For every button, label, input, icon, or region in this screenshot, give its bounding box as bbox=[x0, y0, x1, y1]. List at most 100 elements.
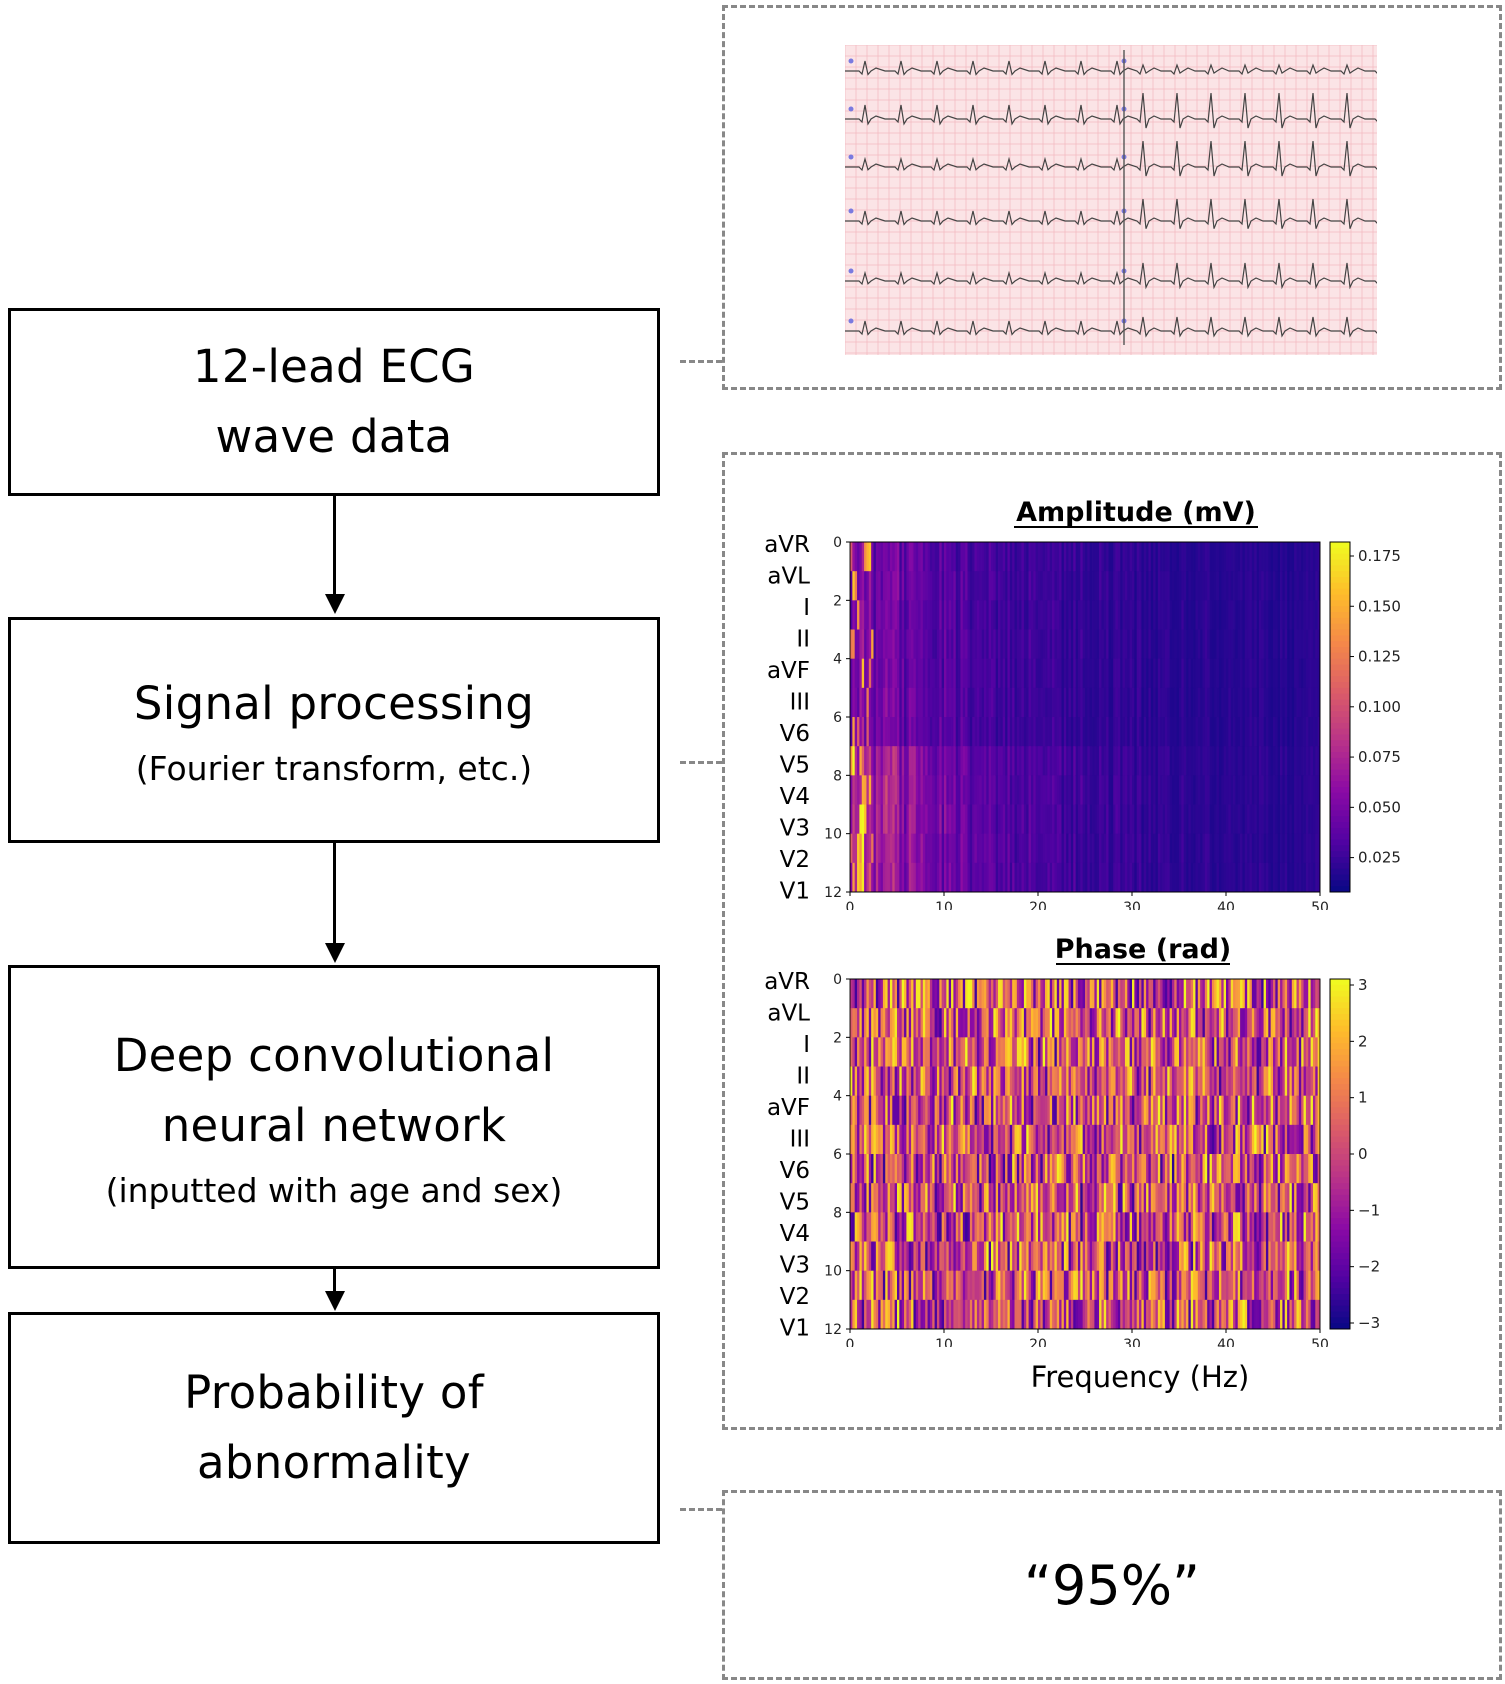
ph-heat-cell bbox=[1099, 1270, 1102, 1301]
ph-heat-cell bbox=[1200, 1212, 1203, 1242]
ph-heat-cell bbox=[1066, 1212, 1069, 1242]
amp-heat-cell bbox=[934, 687, 938, 718]
ph-heat-cell bbox=[1120, 1212, 1123, 1242]
amp-heat-cell bbox=[1303, 862, 1307, 893]
amp-heat-cell bbox=[1045, 571, 1048, 601]
ph-heat-cell bbox=[899, 1124, 903, 1155]
amp-heat-cell bbox=[1174, 804, 1178, 835]
amp-heat-cell bbox=[1312, 542, 1316, 572]
ph-heat-cell bbox=[1223, 1008, 1227, 1038]
ph-heat-cell bbox=[878, 979, 881, 1009]
amp-heat-cell bbox=[1181, 746, 1185, 776]
amp-heat-cell bbox=[1099, 571, 1102, 601]
amp-heat-cell bbox=[986, 717, 990, 747]
amp-heat-cell bbox=[1054, 687, 1058, 718]
amp-heat-cell bbox=[960, 571, 964, 601]
amp-heat-cell bbox=[1169, 658, 1173, 689]
amp-heat-cell bbox=[1080, 833, 1084, 864]
amp-heat-cell bbox=[1282, 629, 1286, 660]
ph-heat-cell bbox=[1082, 1066, 1086, 1097]
ph-heat-cell bbox=[1101, 1241, 1105, 1272]
ph-heat-cell bbox=[850, 1037, 853, 1067]
amp-heat-cell bbox=[1146, 746, 1149, 776]
amp-heat-cell bbox=[1155, 658, 1159, 689]
amp-heat-cell bbox=[899, 629, 903, 660]
amp-heat-cell bbox=[1007, 804, 1011, 835]
amp-heat-cell bbox=[1167, 571, 1170, 601]
amp-heat-cell bbox=[1296, 600, 1300, 630]
ph-heat-cell bbox=[1089, 1124, 1093, 1155]
amp-heat-cell bbox=[1233, 717, 1236, 747]
amp-heat-cell bbox=[1117, 804, 1121, 835]
amp-heat-cell bbox=[981, 833, 985, 864]
colorbar-step bbox=[1330, 705, 1350, 712]
amp-heat-cell bbox=[1045, 775, 1048, 805]
amp-heat-cell bbox=[1005, 629, 1008, 660]
amp-heat-cell bbox=[1268, 542, 1272, 572]
ph-heat-cell bbox=[1202, 1212, 1206, 1242]
amp-heat-cell bbox=[983, 804, 987, 835]
amp-heat-cell bbox=[1068, 775, 1072, 805]
amp-heat-cell bbox=[1310, 833, 1314, 864]
ph-heat-cell bbox=[962, 1154, 966, 1184]
amp-heat-cell bbox=[1077, 687, 1081, 718]
amp-heat-cell bbox=[1012, 600, 1015, 630]
amp-heat-cell bbox=[1035, 658, 1039, 689]
colorbar-step bbox=[1330, 857, 1350, 864]
ph-heat-cell bbox=[1291, 1037, 1295, 1067]
amp-heat-cell bbox=[1122, 775, 1126, 805]
amp-heat-cell bbox=[1317, 600, 1321, 630]
ph-heat-cell bbox=[915, 1299, 919, 1330]
colorbar-step bbox=[1330, 833, 1350, 840]
amp-heat-cell bbox=[1124, 542, 1128, 572]
amp-heat-cell bbox=[1174, 775, 1178, 805]
amp-heat-cell bbox=[868, 717, 872, 747]
ph-heat-cell bbox=[1298, 1008, 1302, 1038]
ph-heat-cell bbox=[913, 1037, 917, 1067]
ph-heat-cell bbox=[1103, 1095, 1107, 1126]
amp-heat-cell bbox=[1171, 775, 1175, 805]
amp-heat-cell bbox=[1143, 717, 1147, 747]
amp-heat-cell bbox=[939, 600, 943, 630]
amp-heat-cell bbox=[897, 775, 900, 805]
amp-heat-cell bbox=[911, 717, 914, 747]
ph-heat-cell bbox=[850, 1154, 853, 1184]
ph-heat-cell bbox=[1026, 1008, 1029, 1038]
amp-heat-cell bbox=[1153, 833, 1156, 864]
ph-heat-cell bbox=[1268, 1095, 1272, 1126]
amp-heat-cell bbox=[1061, 658, 1065, 689]
amp-heat-cell bbox=[1007, 629, 1011, 660]
ph-heat-cell bbox=[1035, 1037, 1039, 1067]
ph-heat-cell bbox=[894, 1008, 898, 1038]
amp-heat-cell bbox=[1310, 775, 1314, 805]
amp-heat-cell bbox=[897, 804, 900, 835]
amp-heat-cell bbox=[1157, 571, 1161, 601]
amp-heat-cell bbox=[1258, 629, 1262, 660]
ph-heat-cell bbox=[1045, 1124, 1048, 1155]
colorbar-step bbox=[1330, 752, 1350, 759]
amp-heat-cell bbox=[1117, 629, 1121, 660]
amp-heat-cell bbox=[859, 833, 863, 864]
amp-heat-cell bbox=[871, 833, 874, 864]
ph-heat-cell bbox=[972, 979, 975, 1009]
amp-heat-cell bbox=[911, 833, 914, 864]
ph-heat-cell bbox=[1179, 1299, 1182, 1330]
ph-heat-cell bbox=[1061, 1066, 1065, 1097]
ph-heat-cell bbox=[922, 1270, 926, 1301]
amp-heat-cell bbox=[1305, 571, 1309, 601]
amp-heat-cell bbox=[1247, 600, 1250, 630]
amp-heat-cell bbox=[986, 629, 990, 660]
ph-heat-cell bbox=[976, 1154, 980, 1184]
ph-heat-cell bbox=[1143, 1183, 1147, 1213]
ph-heat-cell bbox=[906, 1241, 910, 1272]
colorbar-step bbox=[1330, 629, 1350, 636]
ph-heat-cell bbox=[1073, 1183, 1076, 1213]
amp-heat-cell bbox=[1237, 717, 1241, 747]
amp-heat-cell bbox=[934, 600, 938, 630]
amp-heat-cell bbox=[1054, 542, 1058, 572]
ph-heat-cell bbox=[988, 1183, 992, 1213]
amp-heat-cell bbox=[1122, 542, 1126, 572]
ph-heat-cell bbox=[1193, 1095, 1196, 1126]
amp-heat-cell bbox=[1291, 746, 1295, 776]
ph-heat-cell bbox=[972, 1154, 975, 1184]
